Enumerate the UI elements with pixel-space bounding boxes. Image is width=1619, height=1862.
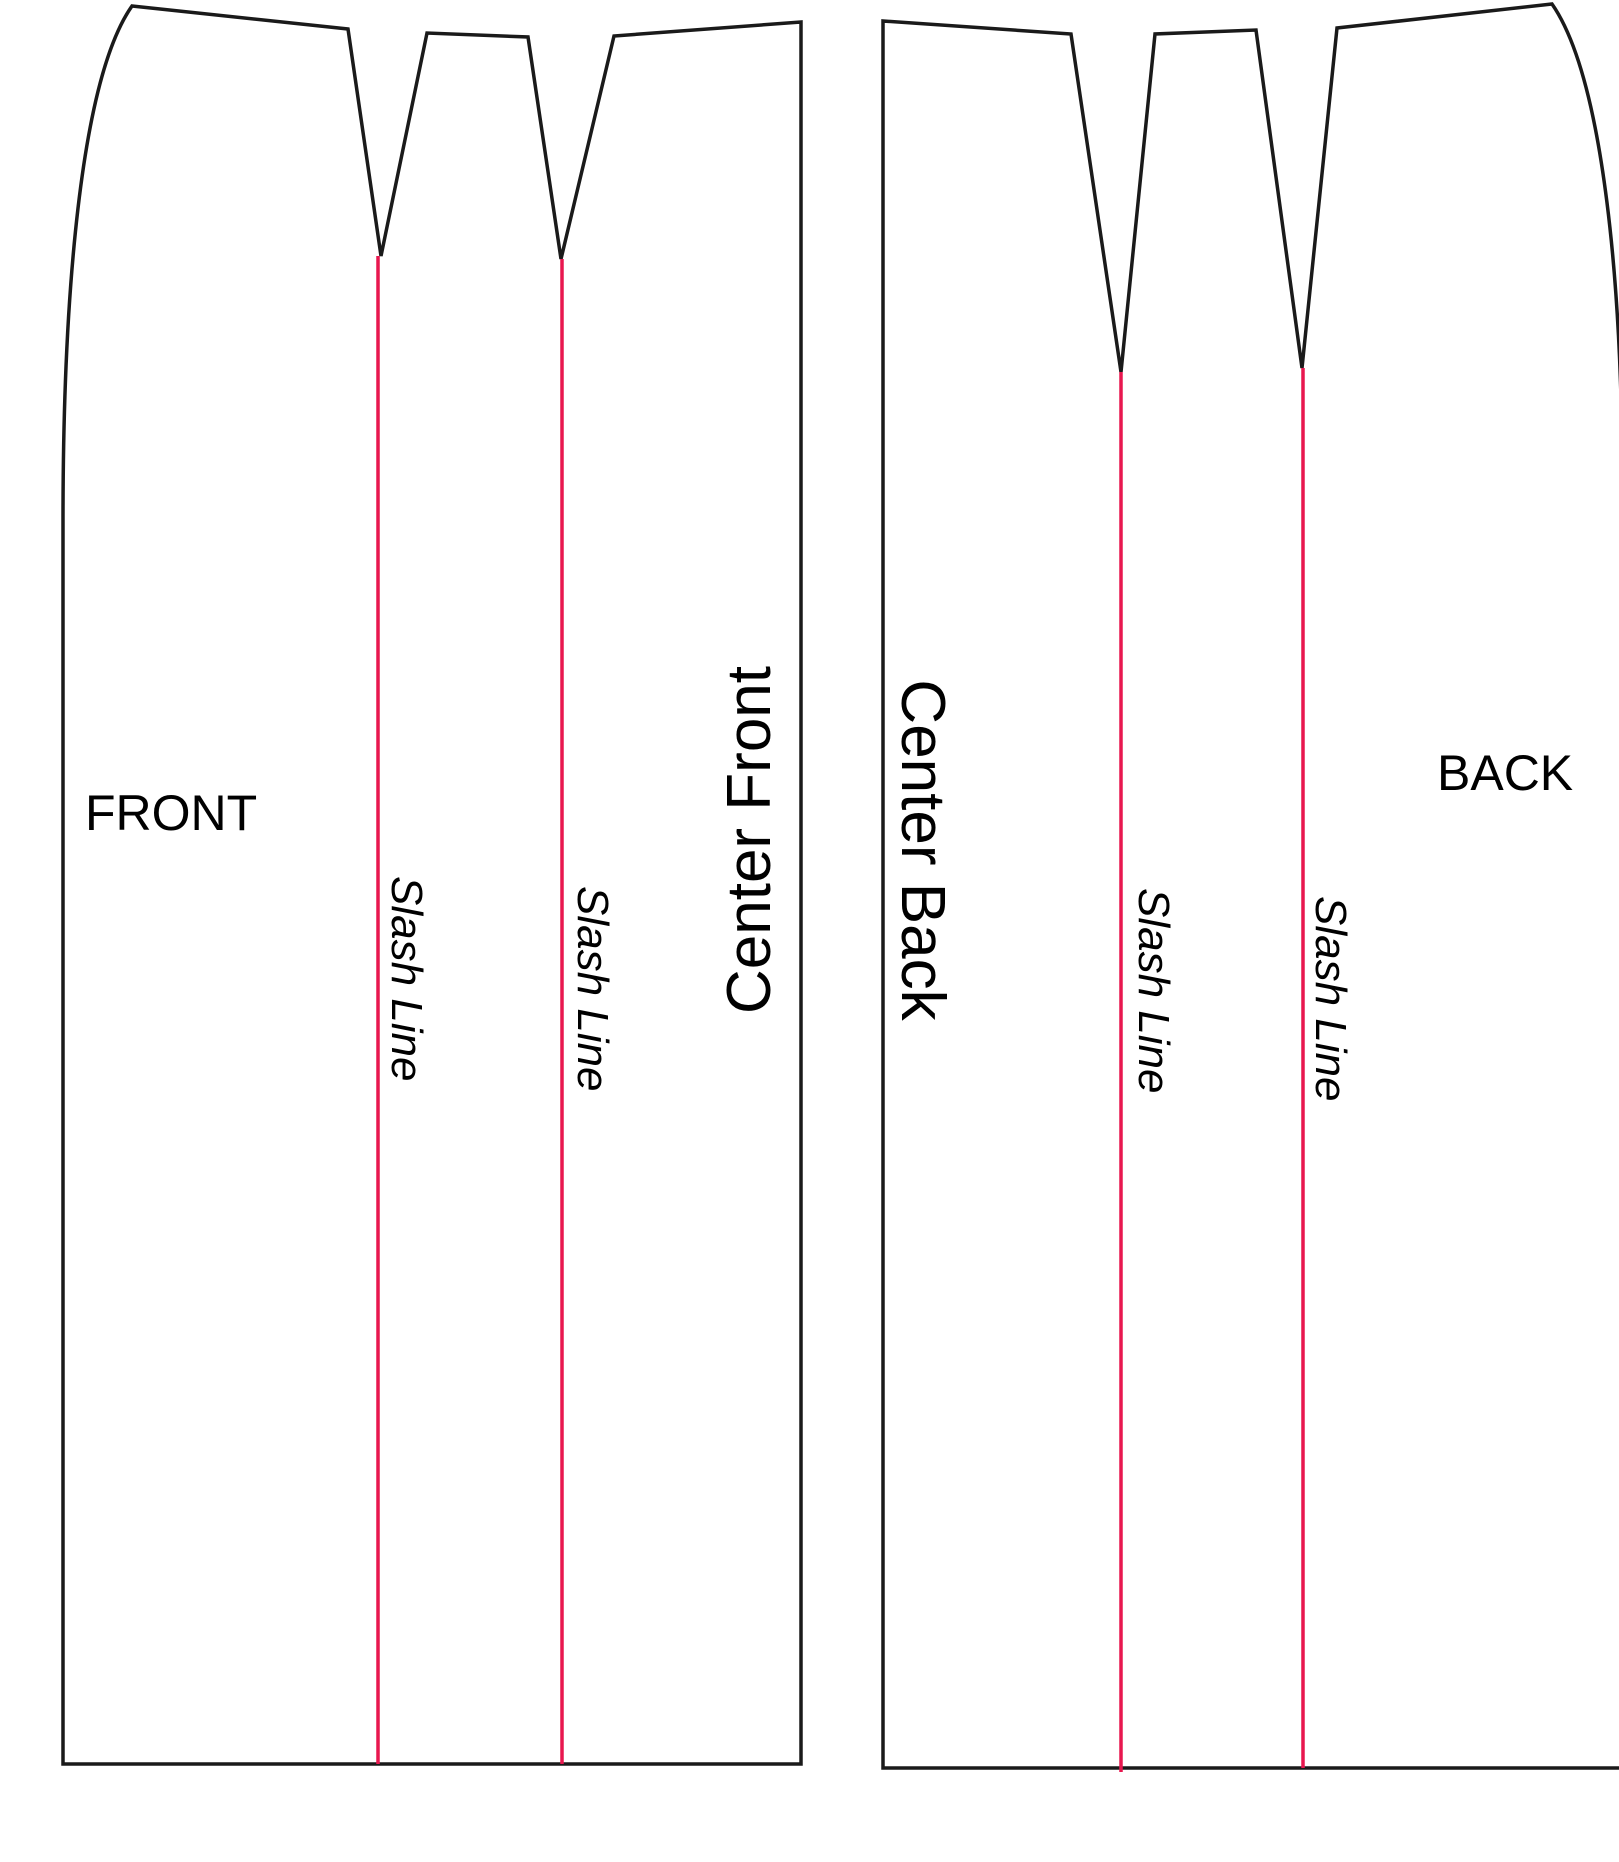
back-slash-label-1: Slash Line [1129,888,1178,1093]
front-slash-label-2: Slash Line [568,886,617,1091]
back-slash-label-2: Slash Line [1306,896,1355,1101]
front-piece-outline [61,4,803,1766]
back-piece-outline [881,2,1619,1770]
back-label: BACK [1437,745,1573,801]
front-label: FRONT [85,785,257,841]
back-pattern-piece: Center Back BACK Slash Line Slash Line [881,2,1619,1772]
center-back-label: Center Back [888,679,957,1021]
front-slash-label-1: Slash Line [382,876,431,1081]
front-pattern-piece: FRONT Slash Line Slash Line Center Front [61,4,803,1766]
center-front-label: Center Front [715,666,784,1014]
